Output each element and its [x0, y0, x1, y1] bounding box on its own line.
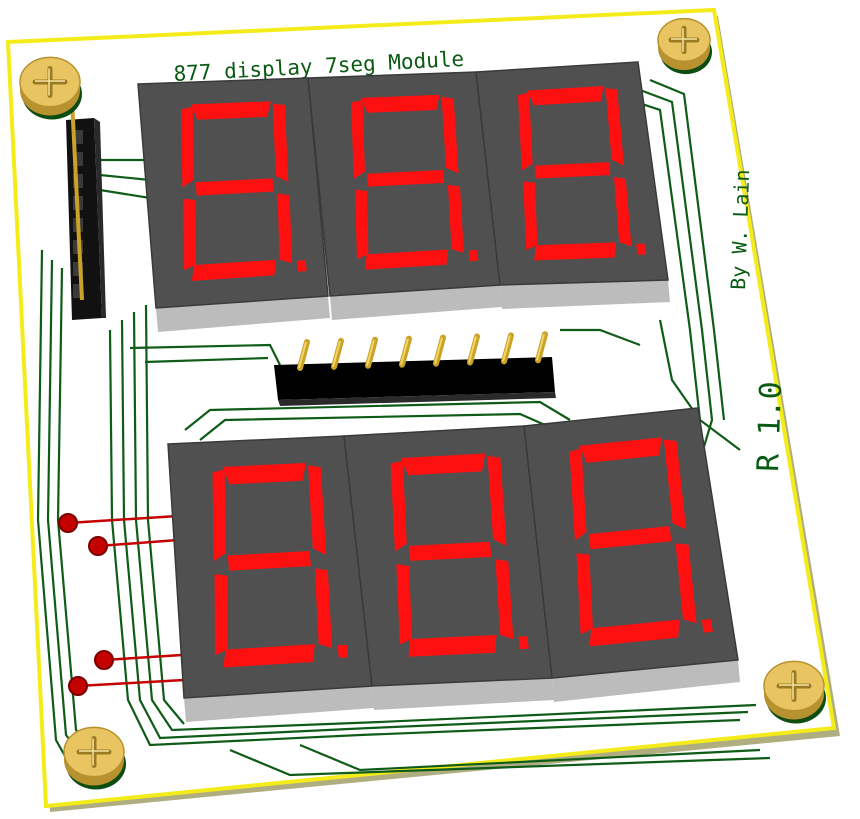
segment-f [181, 106, 194, 188]
segment-a [190, 101, 271, 120]
seven-segment-digit [167, 435, 374, 722]
mounting-screws [19, 17, 826, 790]
horizontal-pin-header [274, 331, 556, 406]
segment-dp [337, 644, 349, 658]
author-label: By W. Lain [726, 169, 754, 290]
segment-e [576, 553, 593, 635]
header-pin [73, 284, 83, 298]
segment-c [447, 184, 464, 253]
segment-a [360, 94, 440, 113]
segment-g [227, 551, 311, 571]
segment-d [223, 644, 315, 668]
segment-g [366, 169, 445, 187]
segment-dp [636, 243, 646, 255]
segment-e [354, 189, 369, 260]
segment-dp [297, 260, 307, 272]
segment-b [663, 439, 687, 530]
digit-base [372, 678, 554, 710]
header-pin [73, 130, 83, 144]
segment-dp [518, 636, 529, 650]
segment-dp [701, 619, 713, 633]
copper-traces [36, 78, 771, 777]
segment-e [183, 198, 196, 271]
segment-a [400, 453, 486, 476]
header-pin [73, 262, 83, 276]
segment-d [364, 249, 449, 270]
segment-b [487, 455, 507, 546]
digit-base [552, 660, 740, 702]
segment-g [195, 178, 274, 196]
segment-b [441, 96, 459, 174]
segment-g [534, 162, 611, 179]
segment-c [314, 568, 333, 649]
segment-c [277, 193, 293, 264]
phillips-screw-icon [657, 17, 712, 75]
segment-d [191, 259, 277, 281]
segment-f [212, 469, 226, 562]
seven-segment-digit [475, 61, 670, 309]
segment-g [588, 526, 672, 550]
seven-segment-digit [343, 425, 554, 710]
segment-c [675, 543, 697, 624]
seven-segment-digit [137, 77, 330, 332]
segment-c [495, 559, 514, 640]
segment-d [408, 634, 497, 657]
segment-a [222, 462, 307, 485]
segment-c [613, 177, 632, 247]
segment-e [523, 181, 538, 250]
segment-b [605, 88, 625, 166]
digit-base [500, 280, 670, 309]
segment-a [579, 437, 662, 463]
revision-label: R 1.0 [751, 381, 789, 472]
seven-segment-digit [307, 71, 502, 320]
vertical-header-pins [70, 99, 84, 301]
segment-a [527, 85, 604, 106]
horizontal-header-pins [297, 331, 548, 371]
test-points [58, 513, 114, 696]
seven-segment-displays [137, 61, 740, 722]
segment-g [408, 541, 492, 561]
segment-f [517, 92, 533, 171]
phillips-screw-icon [763, 660, 826, 724]
segment-d [589, 619, 680, 647]
seven-segment-digit [523, 407, 740, 702]
segment-f [390, 460, 407, 552]
segment-dp [468, 249, 479, 262]
segment-b [272, 103, 289, 182]
phillips-screw-icon [19, 56, 82, 120]
segment-f [569, 448, 587, 541]
segment-e [396, 564, 412, 645]
vertical-pin-header [66, 99, 106, 320]
segment-d [534, 242, 616, 261]
segment-b [308, 465, 327, 556]
red-wires [67, 514, 185, 688]
phillips-screw-icon [63, 726, 126, 790]
segment-e [214, 573, 228, 656]
segment-f [351, 99, 365, 179]
header-pin [73, 152, 83, 166]
